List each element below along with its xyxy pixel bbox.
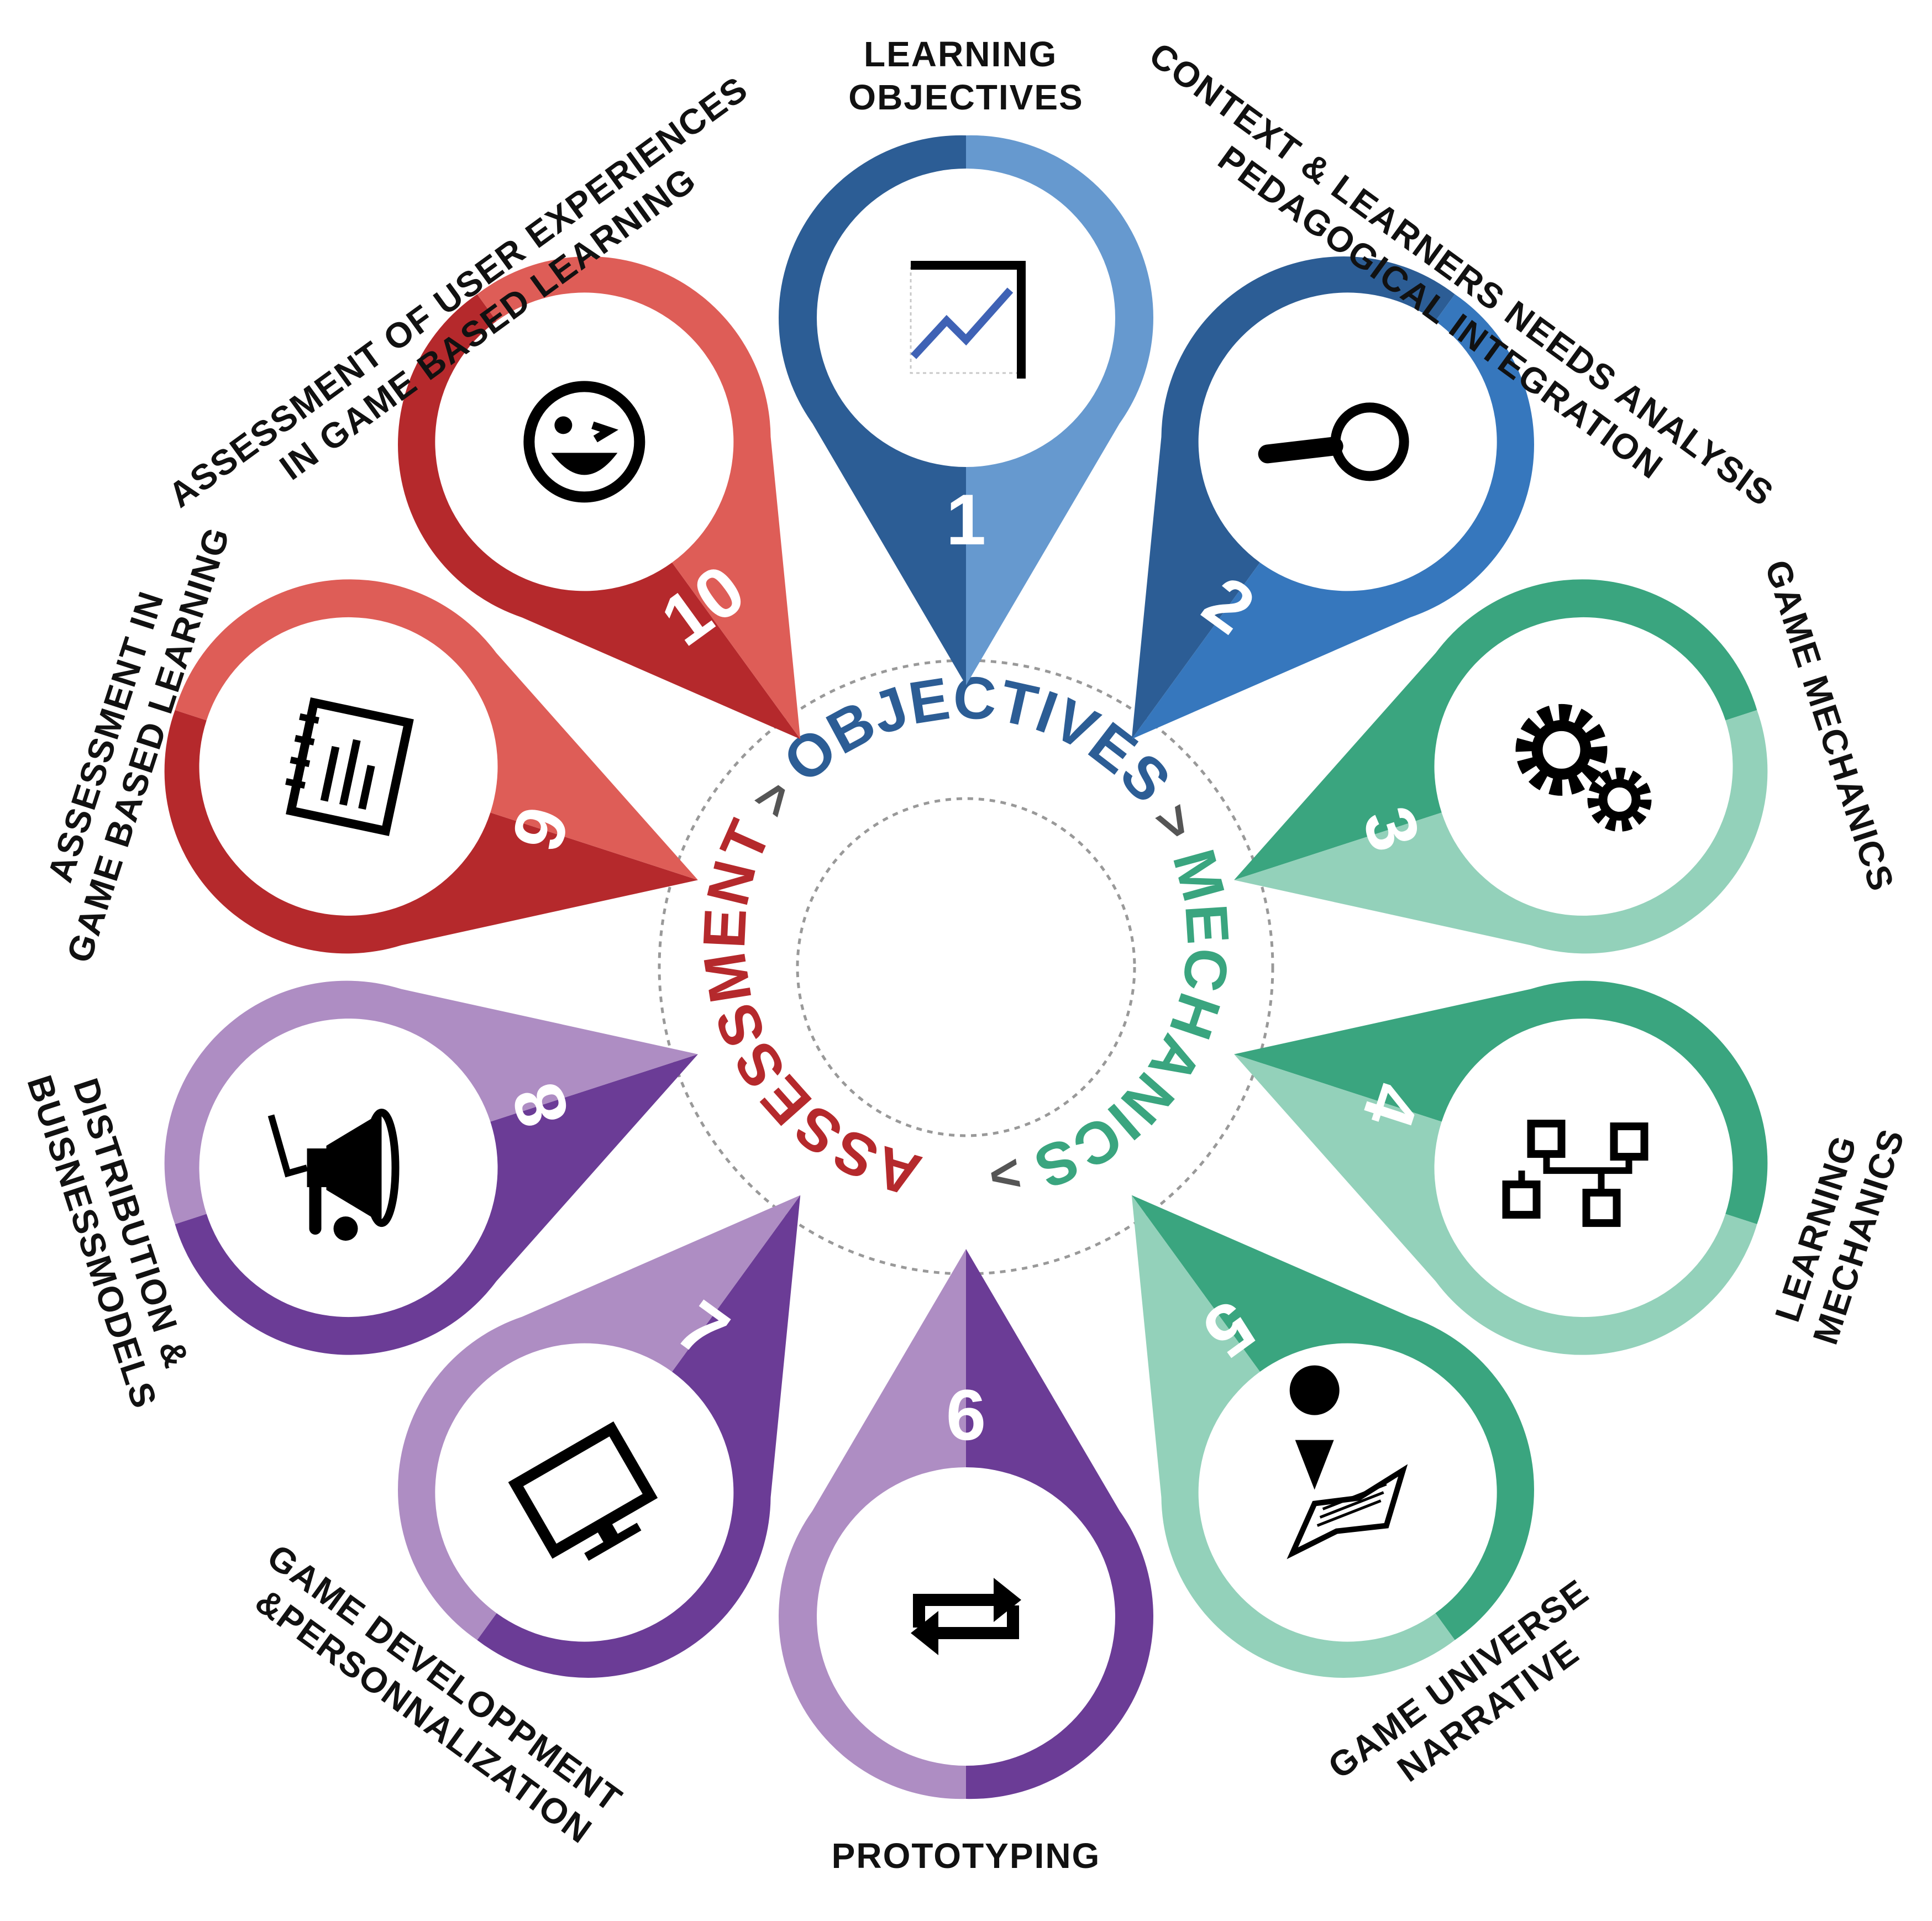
label-game-mechanics: GAME MECHANICS [1757, 555, 1902, 896]
megaphone-icon [267, 1109, 400, 1241]
pin-8-distribution: 8 [164, 980, 698, 1355]
gears-icon [1515, 704, 1652, 832]
label-learning-objectives: LEARNING OBJECTIVES [848, 34, 1083, 117]
pin-3-game-mechanics: 3 [1234, 579, 1768, 954]
hub-separator: > [0, 0, 15, 12]
label-learning-mechanics: LEARNING MECHANICS [1764, 1110, 1912, 1349]
monitor-icon [508, 1421, 658, 1561]
pin-5-game-universe: 5 [1131, 1195, 1534, 1678]
pin-10-user-experience: 10 [398, 256, 801, 739]
pin-6-prototyping: 6 [779, 1249, 1153, 1799]
hub-inner-ring [796, 797, 1136, 1137]
magnifier-icon [1258, 402, 1409, 481]
smiley-icon [523, 381, 645, 503]
pin-9-assessment-gbl: 9 [164, 579, 698, 954]
pin-number: 6 [946, 1374, 986, 1455]
pin-number: 1 [946, 479, 986, 560]
central-hub: ASSESSMENT > OBJECTIVES > MECHANICS > PR… [0, 0, 1274, 1276]
label-prototyping: PROTOTYPING [832, 1836, 1101, 1876]
pin-7-game-development: 7 [398, 1195, 801, 1678]
pin-2-context-analysis: 2 [1131, 256, 1534, 739]
pin-1-learning-objectives: 1 [779, 135, 1153, 685]
hub-outer-ring [658, 659, 1274, 1276]
repeat-icon [911, 1578, 1021, 1655]
growth-chart-icon [910, 261, 1026, 379]
network-icon [1502, 1120, 1649, 1227]
map-pin-icon [1287, 1365, 1408, 1560]
notepad-icon [285, 697, 414, 836]
pin-4-learning-mechanics: 4 [1234, 980, 1768, 1355]
hub-word-prototyping: PROTOTYPING [0, 0, 24, 13]
